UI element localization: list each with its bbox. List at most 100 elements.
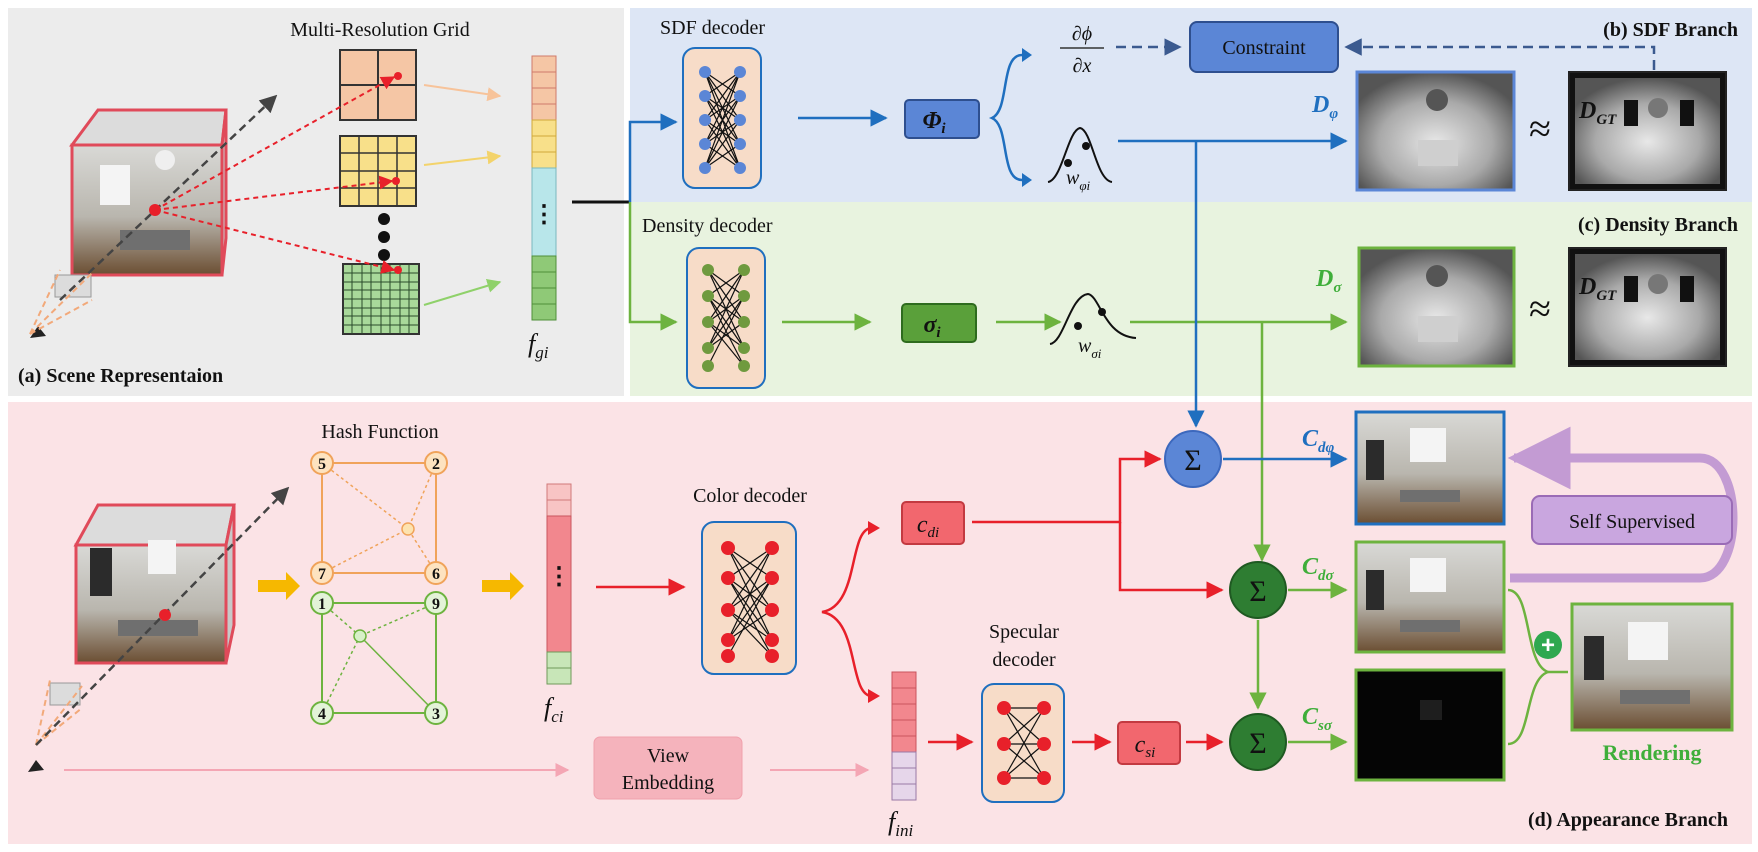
sigma-box bbox=[901, 303, 977, 343]
color-decoder-title: Color decoder bbox=[693, 485, 807, 507]
camera-frustum-a bbox=[29, 272, 93, 335]
density-weight-label: wσi bbox=[1078, 335, 1102, 361]
csi-label: csi bbox=[1135, 732, 1156, 761]
hash-function-title: Hash Function bbox=[321, 421, 438, 443]
sum-specular: Σ bbox=[1229, 713, 1287, 771]
svg-text:Σ: Σ bbox=[1249, 727, 1266, 760]
density-depth-label: Dσ bbox=[1315, 266, 1342, 296]
camera-frustum-d3 bbox=[35, 679, 51, 746]
view-embedding-line1: View bbox=[647, 745, 690, 767]
sdf-weight-label: wφi bbox=[1066, 167, 1091, 193]
density-gt-image bbox=[1568, 247, 1727, 367]
density-panel bbox=[630, 202, 1752, 396]
color-brace-arrow-top bbox=[868, 521, 880, 535]
feature-vector-fini bbox=[891, 671, 917, 801]
sdf-brace-arrow-top bbox=[1022, 48, 1032, 62]
feature-vector-fci-label: fci bbox=[544, 693, 564, 726]
density-depth-image bbox=[1357, 246, 1516, 368]
sdf-weight-curve bbox=[1047, 126, 1113, 183]
feature-vector-fgi-label: fgi bbox=[528, 329, 549, 362]
hash-node-4: 4 bbox=[310, 701, 334, 725]
combine-brace bbox=[1507, 588, 1552, 746]
camera-frustum-a2 bbox=[29, 299, 93, 335]
sdf-gt-label: DGT bbox=[1578, 98, 1617, 128]
svg-text:5: 5 bbox=[318, 456, 326, 473]
cdi-to-sum-phi-arrow bbox=[972, 450, 1162, 524]
color-decoder-mlp bbox=[701, 521, 797, 675]
self-supervised-label: Self Supervised bbox=[1569, 511, 1695, 533]
constraint-label: Constraint bbox=[1222, 37, 1306, 59]
cube-to-hash-arrow bbox=[258, 572, 300, 600]
scene-cube-d bbox=[73, 503, 236, 665]
sdf-approx: ≈ bbox=[1529, 106, 1551, 151]
cdi-box bbox=[901, 501, 965, 545]
appearance-panel-label: (d) Appearance Branch bbox=[1528, 809, 1728, 831]
camera-icon-d bbox=[28, 682, 81, 772]
grid2-to-feature-arrow bbox=[423, 150, 502, 166]
phi-label: Φi bbox=[922, 108, 946, 137]
sdf-brace bbox=[988, 53, 1023, 182]
sdf-decoder-mlp bbox=[682, 47, 762, 189]
density-panel-label: (c) Density Branch bbox=[1578, 214, 1738, 236]
svg-text:9: 9 bbox=[432, 596, 440, 613]
sdf-decoder-title: SDF decoder bbox=[660, 17, 765, 39]
svg-text:Σ: Σ bbox=[1249, 575, 1266, 608]
constraint-box bbox=[1189, 21, 1339, 73]
feature-vector-fci bbox=[546, 483, 572, 685]
grid-level-2 bbox=[339, 135, 417, 207]
grid-level-3 bbox=[342, 263, 420, 335]
scene-cube bbox=[69, 108, 228, 277]
sdf-brace-arrow-bottom bbox=[1022, 173, 1032, 187]
cdphi-label: Cdφ bbox=[1302, 426, 1335, 456]
specular-decoder-mlp bbox=[981, 683, 1065, 803]
density-approx: ≈ bbox=[1529, 286, 1551, 331]
hash-node-5: 5 bbox=[310, 451, 334, 475]
rendering-image bbox=[1570, 602, 1734, 732]
grid-level-1 bbox=[339, 49, 417, 121]
view-embedding-line2: Embedding bbox=[622, 772, 714, 794]
sdf-panel-label: (b) SDF Branch bbox=[1603, 19, 1738, 41]
cdi-label: cdi bbox=[917, 512, 939, 541]
self-supervised-box bbox=[1531, 495, 1733, 545]
grid-dot-3 bbox=[378, 249, 390, 261]
density-weight-curve bbox=[1049, 292, 1137, 345]
hash-node-6: 6 bbox=[424, 561, 448, 585]
plus-icon: + bbox=[1534, 631, 1562, 659]
csigma-label: Csσ bbox=[1302, 704, 1333, 734]
svg-text:+: + bbox=[1541, 632, 1555, 659]
feature-vector-fini-label: fini bbox=[888, 807, 913, 840]
specular-title-line2: decoder bbox=[992, 649, 1056, 671]
density-gt-label: DGT bbox=[1578, 274, 1617, 304]
view-embedding-box bbox=[593, 736, 743, 800]
sigma-label: σi bbox=[923, 312, 941, 341]
sdf-depth-label: Dφ bbox=[1311, 92, 1338, 122]
sum-sigma: Σ bbox=[1229, 561, 1287, 619]
scene-panel-label: (a) Scene Representaion bbox=[18, 365, 223, 387]
cdi-to-sum-sigma-arrow bbox=[1118, 522, 1224, 599]
svg-text:Σ: Σ bbox=[1184, 444, 1201, 477]
color-brace-arrow-bottom bbox=[868, 689, 880, 703]
branch-split-to-sdf bbox=[628, 113, 678, 202]
grid-title: Multi-Resolution Grid bbox=[290, 19, 469, 41]
density-weight-pt2 bbox=[1098, 308, 1106, 316]
density-decoder-mlp bbox=[686, 247, 766, 389]
specular-image bbox=[1354, 668, 1506, 782]
feature-vector-fci-ellipsis: ⋮ bbox=[547, 564, 571, 590]
cdphi-image bbox=[1354, 410, 1506, 526]
hash-to-feature-arrow bbox=[482, 572, 524, 600]
csi-box bbox=[1117, 721, 1181, 765]
sum-phi: Σ bbox=[1164, 430, 1222, 488]
svg-text:3: 3 bbox=[432, 706, 440, 723]
grid1-to-feature-arrow bbox=[423, 84, 502, 102]
feature-vector-fgi bbox=[531, 55, 557, 321]
camera-frustum-a3 bbox=[29, 269, 61, 335]
rendering-label: Rendering bbox=[1603, 740, 1702, 765]
camera-frustum-d bbox=[35, 685, 83, 746]
cdsigma-image bbox=[1354, 540, 1506, 654]
camera-ray-a bbox=[59, 94, 278, 301]
svg-text:4: 4 bbox=[318, 706, 326, 723]
color-decoder-brace bbox=[821, 526, 873, 698]
sdf-weight-pt1 bbox=[1064, 159, 1072, 167]
grid3-to-feature-arrow bbox=[423, 278, 502, 306]
